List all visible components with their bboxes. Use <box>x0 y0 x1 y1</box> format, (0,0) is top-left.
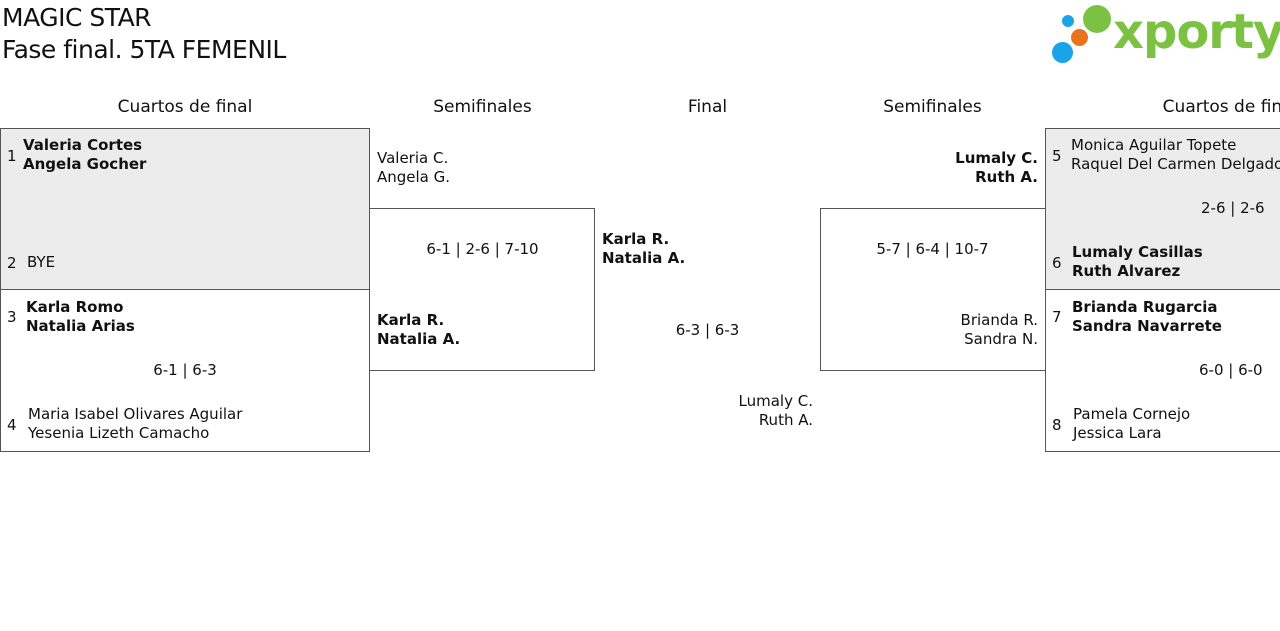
team-2-bye: BYE <box>27 253 56 271</box>
xporty-logo[interactable]: xporty <box>1050 4 1280 68</box>
seed-number: 7 <box>1052 308 1062 326</box>
logo-dot-green <box>1083 5 1111 33</box>
match-score: 2-6 | 2-6 <box>1201 199 1265 217</box>
left-qf-match-1[interactable] <box>0 128 370 290</box>
team-7-player-2: Sandra Navarrete <box>1072 317 1222 335</box>
left-sf-top-player-1: Valeria C. <box>377 149 449 167</box>
seed-number: 6 <box>1052 254 1062 272</box>
tournament-name: MAGIC STAR <box>2 3 152 32</box>
team-7-player-1: Brianda Rugarcia <box>1072 298 1218 316</box>
logo-dot-blue-bottom <box>1052 42 1073 63</box>
round-header-final: Final <box>687 97 728 117</box>
left-sf-top-player-2: Angela G. <box>377 168 451 186</box>
right-sf-top-player-2: Ruth A. <box>975 168 1038 186</box>
logo-dot-orange <box>1071 29 1088 46</box>
team-6-player-1: Lumaly Casillas <box>1072 243 1203 261</box>
logo-dot-blue-top <box>1062 15 1074 27</box>
match-score: 5-7 | 6-4 | 10-7 <box>876 240 989 258</box>
right-sf-bottom-player-1: Brianda R. <box>960 311 1038 329</box>
team-5-player-2: Raquel Del Carmen Delgado <box>1071 155 1280 173</box>
seed-number: 5 <box>1052 147 1062 165</box>
team-1-player-1: Valeria Cortes <box>23 136 143 154</box>
right-qf-match-2[interactable] <box>1045 289 1280 452</box>
round-header-right-qf: Cuartos de final <box>1162 97 1280 117</box>
team-8-player-1: Pamela Cornejo <box>1073 405 1191 423</box>
final-top-player-2: Natalia A. <box>602 249 686 267</box>
match-score: 6-1 | 6-3 <box>153 361 217 379</box>
team-4-player-1: Maria Isabel Olivares Aguilar <box>28 405 243 423</box>
team-1-player-2: Angela Gocher <box>23 155 147 173</box>
draw-title: Fase final. 5TA FEMENIL <box>2 35 286 64</box>
team-4-player-2: Yesenia Lizeth Camacho <box>28 424 210 442</box>
team-6-player-2: Ruth Alvarez <box>1072 262 1181 280</box>
seed-number: 4 <box>7 416 17 434</box>
team-3-player-2: Natalia Arias <box>26 317 135 335</box>
seed-number: 2 <box>7 254 17 272</box>
team-8-player-2: Jessica Lara <box>1073 424 1162 442</box>
left-sf-match[interactable] <box>369 208 595 371</box>
round-header-right-sf: Semifinales <box>883 97 982 117</box>
team-3-player-1: Karla Romo <box>26 298 124 316</box>
right-qf-match-1[interactable] <box>1045 128 1280 290</box>
logo-wordmark: xporty <box>1113 4 1280 60</box>
seed-number: 8 <box>1052 416 1062 434</box>
round-header-left-sf: Semifinales <box>433 97 532 117</box>
final-bottom-player-1: Lumaly C. <box>738 392 813 410</box>
right-sf-top-player-1: Lumaly C. <box>955 149 1038 167</box>
round-header-left-qf: Cuartos de final <box>117 97 253 117</box>
final-bottom-player-2: Ruth A. <box>758 411 813 429</box>
left-sf-bottom-player-2: Natalia A. <box>377 330 461 348</box>
match-score: 6-1 | 2-6 | 7-10 <box>426 240 539 258</box>
match-score: 6-0 | 6-0 <box>1199 361 1263 379</box>
left-sf-bottom-player-1: Karla R. <box>377 311 445 329</box>
final-top-player-1: Karla R. <box>602 230 670 248</box>
team-5-player-1: Monica Aguilar Topete <box>1071 136 1237 154</box>
right-sf-bottom-player-2: Sandra N. <box>964 330 1038 348</box>
final-score: 6-3 | 6-3 <box>675 321 740 339</box>
seed-number: 3 <box>7 308 17 326</box>
seed-number: 1 <box>7 147 17 165</box>
